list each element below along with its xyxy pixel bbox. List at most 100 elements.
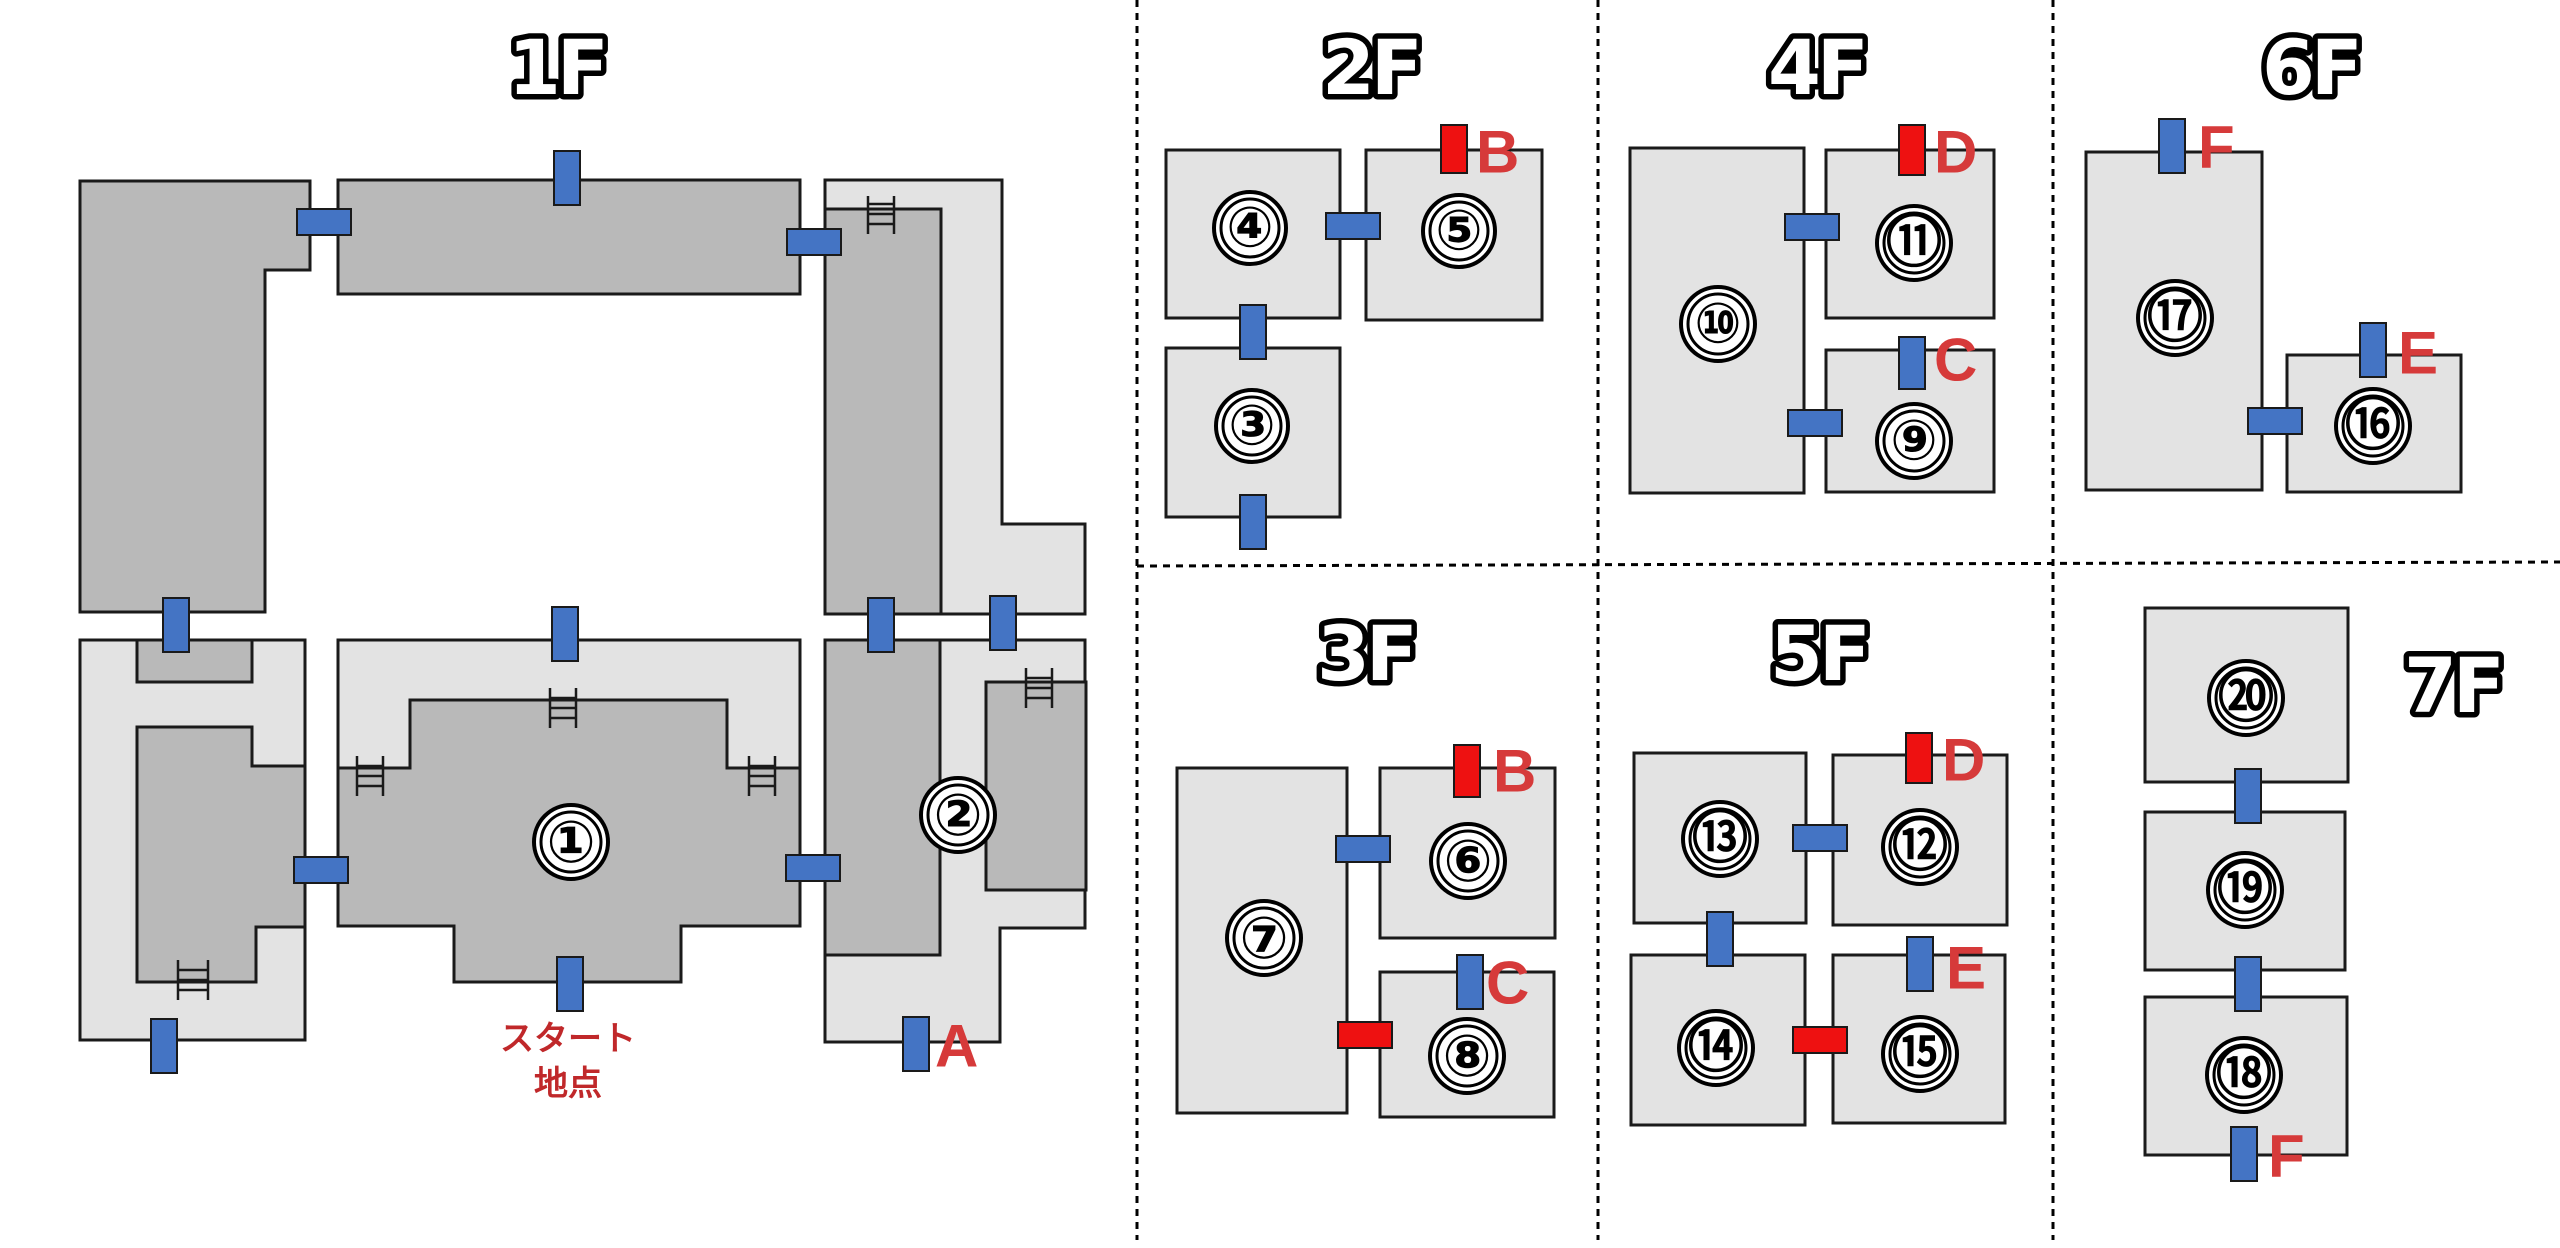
room-marker-20[interactable]: ⑳: [2207, 659, 2285, 737]
door-1f-start[interactable]: [556, 956, 584, 1012]
room-marker-14-label: ⑭: [1688, 1016, 1744, 1081]
floor-title-2f: 2F: [1322, 23, 1419, 112]
room-marker-10-label: ⑩: [1694, 292, 1741, 357]
room-marker-15[interactable]: ⑮: [1881, 1015, 1959, 1093]
door-1f-top-left[interactable]: [296, 208, 352, 236]
door-3f-warp-b[interactable]: [1453, 744, 1481, 798]
room-marker-2-label: ②: [933, 781, 982, 849]
floor-title-5f: 5F: [1770, 609, 1867, 698]
door-7f-warp-f[interactable]: [2230, 1126, 2258, 1182]
door-1f-top[interactable]: [553, 150, 581, 206]
room-marker-6-label: ⑥: [1443, 827, 1492, 895]
ladder-icon-1f-e: [1024, 668, 1054, 708]
floor-title-4f: 4F: [1768, 23, 1865, 112]
room-marker-13[interactable]: ⑬: [1681, 800, 1759, 878]
door-4f-10-11[interactable]: [1784, 213, 1840, 241]
room-1f-right-lower-dark: [823, 638, 942, 957]
door-2f-warp-b[interactable]: [1440, 124, 1468, 174]
floor-title-1f: 1F: [508, 23, 605, 112]
room-1f-top-left: [78, 179, 312, 614]
door-7f-19-18[interactable]: [2234, 956, 2262, 1012]
room-marker-1-label: ①: [546, 808, 595, 876]
warp-letter-c-3f: C: [1486, 950, 1529, 1017]
room-marker-8[interactable]: ⑧: [1428, 1017, 1506, 1095]
warp-letter-e-6f: E: [2398, 320, 2438, 387]
start-label-line1: スタート: [500, 1019, 636, 1059]
room-1f-bottom-left-dark: [135, 725, 307, 984]
door-1f-center-right[interactable]: [785, 854, 841, 882]
door-1f-center-top[interactable]: [551, 606, 579, 662]
warp-letter-d-4f: D: [1934, 119, 1977, 186]
room-marker-5-label: ⑤: [1435, 199, 1482, 264]
ladder-icon-1f-c: [355, 756, 385, 796]
room-marker-19[interactable]: ⑲: [2206, 851, 2284, 929]
room-marker-3-label: ③: [1228, 394, 1275, 459]
door-2f-4-5[interactable]: [1325, 212, 1381, 240]
room-marker-10[interactable]: ⑩: [1679, 285, 1757, 363]
warp-letter-e-5f: E: [1946, 935, 1986, 1002]
room-marker-8-label: ⑧: [1442, 1022, 1491, 1090]
door-1f-center-left[interactable]: [293, 856, 349, 884]
door-2f-3-bottom[interactable]: [1239, 494, 1267, 550]
door-3f-warp-c[interactable]: [1456, 954, 1484, 1010]
door-4f-10-9[interactable]: [1787, 409, 1843, 437]
room-marker-1[interactable]: ①: [532, 803, 610, 881]
floor-3f: B C ⑦ ⑥ ⑧: [1175, 738, 1557, 1119]
door-6f-warp-e[interactable]: [2359, 322, 2387, 378]
room-marker-18[interactable]: ⑱: [2205, 1036, 2283, 1114]
room-marker-17-label: ⑰: [2147, 286, 2203, 351]
room-marker-11[interactable]: ⑪: [1875, 204, 1953, 282]
door-3f-7-8[interactable]: [1337, 1021, 1393, 1049]
floor-1f: ① ② A スタート 地点: [78, 150, 1088, 1104]
room-marker-16-label: ⑯: [2345, 394, 2401, 459]
room-marker-20-label: ⑳: [2218, 666, 2274, 731]
door-6f-warp-f[interactable]: [2158, 118, 2186, 174]
door-1f-left-mid[interactable]: [162, 597, 190, 653]
door-1f-right-mid-b[interactable]: [989, 595, 1017, 651]
divider-h: [1136, 560, 2560, 568]
door-3f-7-6[interactable]: [1335, 835, 1391, 863]
door-5f-warp-e[interactable]: [1906, 936, 1934, 992]
door-2f-3-4[interactable]: [1239, 304, 1267, 360]
room-marker-9[interactable]: ⑨: [1875, 402, 1953, 480]
floor-2f: B ④ ⑤ ③: [1164, 119, 1544, 550]
warp-letter-f-6f: F: [2198, 114, 2235, 181]
door-1f-bottom-left[interactable]: [150, 1018, 178, 1074]
ladder-icon-1f-a: [866, 196, 896, 234]
door-5f-13-12[interactable]: [1792, 824, 1848, 852]
room-marker-6[interactable]: ⑥: [1429, 822, 1507, 900]
floor-7f: F ⑳ ⑲ ⑱: [2143, 606, 2350, 1190]
room-marker-12-label: ⑫: [1892, 815, 1948, 880]
door-1f-warp-a[interactable]: [902, 1016, 930, 1072]
room-marker-16[interactable]: ⑯: [2334, 387, 2412, 465]
room-marker-3[interactable]: ③: [1214, 388, 1290, 464]
door-1f-top-right[interactable]: [786, 228, 842, 256]
door-5f-13-14[interactable]: [1706, 911, 1734, 967]
room-marker-4-label: ④: [1226, 196, 1273, 261]
room-marker-19-label: ⑲: [2217, 858, 2273, 923]
room-marker-15-label: ⑮: [1892, 1022, 1948, 1087]
room-marker-14[interactable]: ⑭: [1677, 1009, 1755, 1087]
door-7f-20-19[interactable]: [2234, 768, 2262, 824]
floor-5f: D E ⑬ ⑫ ⑭ ⑮: [1629, 727, 2009, 1127]
door-5f-14-15[interactable]: [1792, 1026, 1848, 1054]
room-marker-2[interactable]: ②: [919, 776, 997, 854]
warp-letter-b-3f: B: [1493, 738, 1536, 805]
ladder-icon-1f-f: [176, 960, 210, 1000]
warp-letter-b-2f: B: [1476, 119, 1519, 186]
start-label-line2: 地点: [534, 1064, 602, 1104]
door-1f-right-mid-a[interactable]: [867, 597, 895, 653]
room-marker-17[interactable]: ⑰: [2136, 279, 2214, 357]
ladder-icon-1f-b: [548, 688, 578, 728]
room-marker-11-label: ⑪: [1886, 211, 1942, 276]
door-6f-17-16[interactable]: [2247, 407, 2303, 435]
room-marker-9-label: ⑨: [1890, 409, 1937, 474]
door-5f-warp-d[interactable]: [1905, 732, 1933, 784]
room-marker-12[interactable]: ⑫: [1881, 808, 1959, 886]
room-marker-5[interactable]: ⑤: [1421, 193, 1497, 269]
door-4f-warp-c[interactable]: [1898, 336, 1926, 390]
floor-title-7f: 7F: [2404, 641, 2501, 730]
room-marker-4[interactable]: ④: [1212, 190, 1288, 266]
room-marker-7[interactable]: ⑦: [1225, 899, 1303, 977]
door-4f-warp-d[interactable]: [1898, 124, 1926, 176]
